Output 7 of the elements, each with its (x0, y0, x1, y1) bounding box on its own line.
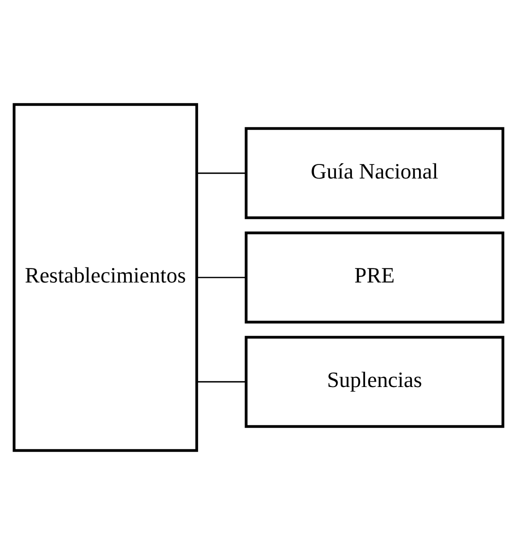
connector (196, 276, 246, 278)
connector (196, 172, 246, 174)
node-box: Restablecimientos (12, 102, 198, 452)
node-box: PRE (244, 231, 504, 323)
node-box: Suplencias (244, 335, 504, 428)
node-box: Guía Nacional (244, 126, 504, 219)
connector (196, 380, 246, 382)
